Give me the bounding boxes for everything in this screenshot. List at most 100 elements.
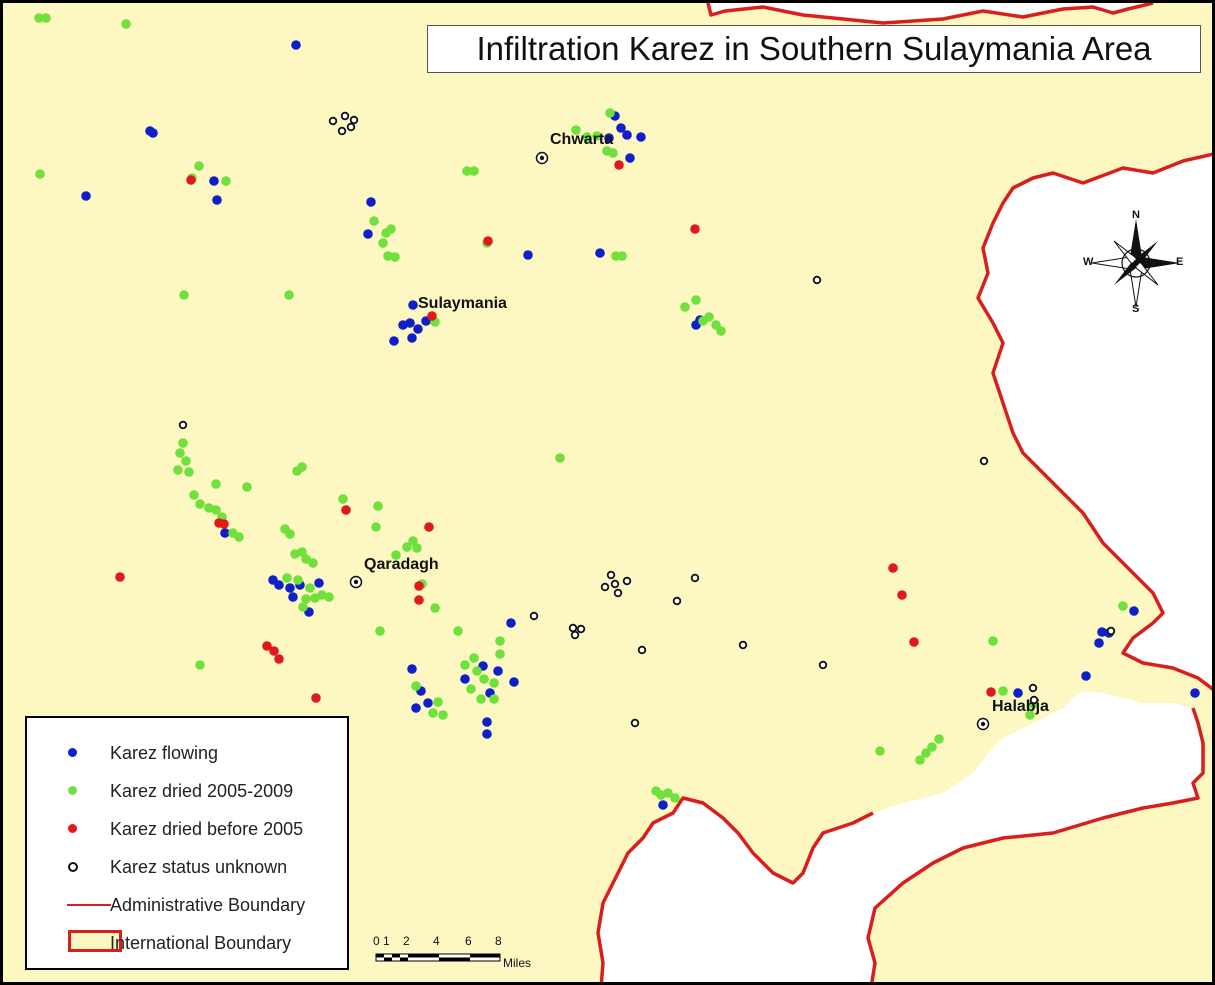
karez-unknown-point [738,640,748,650]
karez-dried-2005-2009-point [605,108,615,118]
karez-flowing-point [413,324,423,334]
karez-dried-2005-2009-point [921,748,931,758]
karez-unknown-point [568,623,578,633]
karez-flowing-point [460,674,470,684]
karez-unknown-point [610,579,620,589]
karez-dried-2005-2009-point [285,529,295,539]
legend-symbol-red-line [55,890,115,920]
karez-dried-2005-2009-point [338,494,348,504]
karez-unknown-point [979,456,989,466]
karez-flowing-point [523,250,533,260]
karez-dried-before-2005-point [909,637,919,647]
karez-dried-before-2005-point [219,519,229,529]
karez-dried-before-2005-point [414,581,424,591]
compass-rose [1091,219,1180,308]
karez-dried-before-2005-point [897,590,907,600]
karez-flowing-point [291,40,301,50]
karez-dried-2005-2009-point [391,550,401,560]
karez-dried-2005-2009-point [571,125,581,135]
karez-unknown-point [340,111,350,121]
karez-dried-2005-2009-point [195,499,205,509]
karez-dried-2005-2009-point [378,238,388,248]
legend-symbol-red-dot [55,814,115,844]
karez-dried-2005-2009-point [179,290,189,300]
compass-e-label: E [1176,256,1184,268]
legend-label: Karez status unknown [110,857,288,877]
karez-dried-2005-2009-point [195,660,205,670]
karez-flowing-point [658,800,668,810]
legend-item-unknown: Karez status unknown [27,852,347,882]
karez-dried-2005-2009-point [375,626,385,636]
karez-dried-2005-2009-point [670,793,680,803]
karez-unknown-point [672,596,682,606]
legend-item-dried-before-2005: Karez dried before 2005 [27,814,347,844]
karez-unknown-point [1106,626,1116,636]
karez-flowing-point [493,666,503,676]
karez-dried-before-2005-point [483,236,493,246]
karez-dried-2005-2009-point [234,532,244,542]
legend-symbol-hollow-circle [55,852,115,882]
karez-flowing-point [1081,671,1091,681]
karez-flowing-point [285,583,295,593]
map-legend: Karez flowing Karez dried 2005-2009 Kare… [25,716,349,970]
international-boundary [706,3,1154,25]
karez-dried-2005-2009-point [472,666,482,676]
international-boundary-east [976,152,1212,691]
karez-flowing-point [81,191,91,201]
karez-flowing-point [212,195,222,205]
karez-dried-before-2005-point [311,693,321,703]
karez-dried-2005-2009-point [194,161,204,171]
karez-unknown-point [606,570,616,580]
karez-unknown-point [613,588,623,598]
karez-dried-before-2005-point [414,595,424,605]
karez-dried-2005-2009-point [592,131,602,141]
karez-flowing-point [363,229,373,239]
karez-unknown-point [1029,695,1039,705]
karez-dried-2005-2009-point [495,649,505,659]
karez-dried-2005-2009-point [181,456,191,466]
karez-dried-2005-2009-point [476,694,486,704]
karez-unknown-point [576,624,586,634]
legend-item-administrative-boundary: Administrative Boundary [27,890,347,920]
karez-dried-2005-2009-point [875,746,885,756]
karez-dried-2005-2009-point [466,684,476,694]
karez-unknown-point [600,582,610,592]
compass-s-label: S [1132,303,1140,315]
karez-dried-2005-2009-point [433,697,443,707]
karez-dried-2005-2009-point [308,558,318,568]
karez-dried-2005-2009-point [301,554,311,564]
city-label-sulaymania: Sulaymania [418,295,507,312]
karez-unknown-point [690,573,700,583]
karez-dried-2005-2009-point [282,573,292,583]
karez-dried-2005-2009-point [428,708,438,718]
karez-flowing-point [482,729,492,739]
city-label-halabja: Halabja [992,698,1049,715]
karez-flowing-point [622,130,632,140]
karez-dried-before-2005-point [888,563,898,573]
karez-dried-2005-2009-point [680,302,690,312]
karez-unknown-point [178,420,188,430]
karez-dried-2005-2009-point [1118,601,1128,611]
karez-dried-2005-2009-point [175,448,185,458]
karez-dried-2005-2009-point [582,132,592,142]
legend-symbol-blue-dot [55,738,115,768]
karez-dried-2005-2009-point [453,626,463,636]
karez-flowing-point [366,197,376,207]
karez-unknown-point [818,660,828,670]
karez-flowing-point [288,592,298,602]
karez-dried-2005-2009-point [211,479,221,489]
legend-label: International Boundary [110,933,292,953]
karez-points [34,13,1200,810]
karez-dried-2005-2009-point [438,710,448,720]
city-label-chwarta: Chwarta [550,131,614,148]
karez-dried-2005-2009-point [301,594,311,604]
karez-unknown-point [346,122,356,132]
karez-flowing-point [506,618,516,628]
karez-dried-2005-2009-point [555,453,565,463]
karez-flowing-point [1097,627,1107,637]
karez-flowing-point [423,698,433,708]
karez-unknown-point [529,611,539,621]
scale-unit: Miles [503,956,532,970]
karez-dried-2005-2009-point [408,536,418,546]
karez-dried-2005-2009-point [402,542,412,552]
